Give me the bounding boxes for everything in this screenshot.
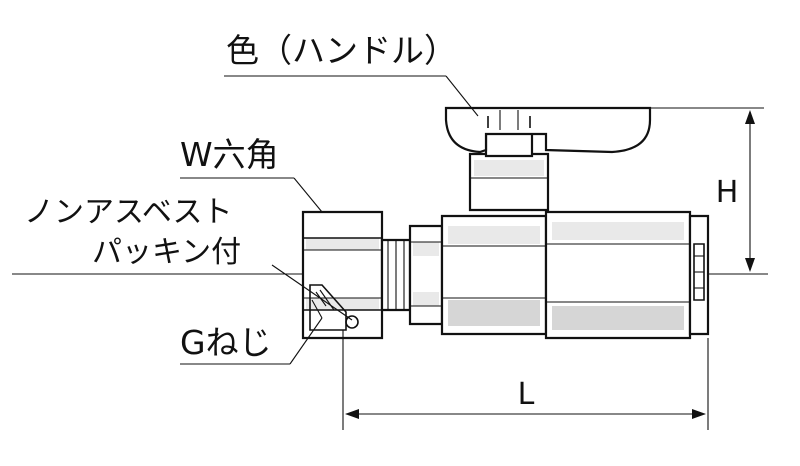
label-w-hex: W六角 — [180, 135, 279, 174]
dimension-h-label: H — [716, 175, 739, 210]
dimension-h — [600, 107, 764, 275]
dimension-l-label: L — [518, 377, 535, 412]
label-gasket-line1: ノンアスベスト — [24, 195, 233, 230]
threaded-connector — [380, 224, 444, 326]
valve-handle — [444, 106, 652, 154]
label-color-handle: 色（ハンドル） — [226, 31, 457, 70]
label-g-thread: Gねじ — [180, 323, 272, 362]
dimension-l — [342, 330, 709, 430]
label-gasket-line2: パッキン付 — [92, 235, 241, 270]
valve-body — [440, 210, 710, 340]
leader-gasket — [271, 264, 353, 321]
hex-nut — [301, 210, 384, 340]
